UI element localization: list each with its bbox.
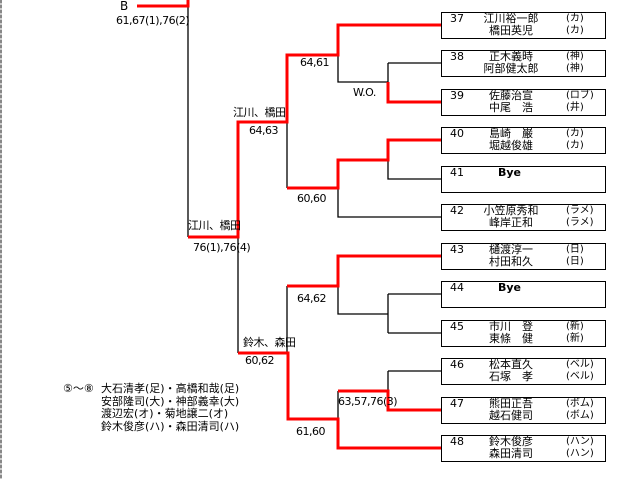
player-name: 松本直久: [489, 358, 533, 371]
player-affiliation: (ハン): [566, 436, 594, 447]
player-affiliation: (神): [566, 51, 584, 62]
draw-number: 45: [450, 320, 464, 333]
match-score: 76(1),76(4): [193, 241, 251, 254]
semifinal-losers-note: ⑤～⑧ 大石清孝(足)・高橋和哉(足) 安部隆司(大)・神部義幸(大) 渡辺宏(オ…: [63, 382, 240, 433]
player-name: 中尾 浩: [489, 101, 533, 114]
player-name: 越石健司: [489, 409, 533, 422]
player-affiliation: (神): [566, 63, 584, 74]
draw-number: 40: [450, 127, 464, 140]
player-affiliation: (ハン): [566, 448, 594, 459]
draw-entry-box: 48 鈴木俊彦 (ハン) 森田清司 (ハン): [441, 435, 606, 462]
player-name: 市川 登: [489, 320, 533, 333]
player-name: 峰岸正和: [489, 216, 533, 229]
bye-label: Bye: [498, 166, 522, 179]
player-affiliation: (ベル): [566, 371, 594, 382]
draw-entry-box: 45 市川 登 (新) 東條 健 (新): [441, 320, 606, 347]
match-score: 63,57,76(3): [338, 395, 398, 408]
player-affiliation: (日): [566, 256, 584, 267]
player-name: 阿部健太郎: [483, 62, 539, 75]
match-winner: 江川、橋田: [188, 219, 241, 232]
note-line: 鈴木俊彦(ハ)・森田清司(ハ): [101, 419, 240, 433]
player-affiliation: (ラメ): [566, 217, 594, 228]
note-line: 安部隆司(大)・神部義幸(大): [101, 394, 240, 408]
match-winner: 江川、橋田: [233, 106, 286, 119]
player-affiliation: (ラメ): [566, 205, 594, 216]
player-name: 正木義時: [489, 50, 533, 63]
player-name: 東條 健: [489, 332, 533, 345]
player-name: 橋田英児: [489, 24, 533, 37]
draw-number: 47: [450, 397, 464, 410]
draw-entry-box: 38 正木義時 (神) 阿部健太郎 (神): [441, 50, 606, 77]
player-name: 森田清司: [489, 447, 533, 460]
match-score: 64,61: [300, 56, 330, 69]
top-match-score: 61,67(1),76(2): [116, 14, 190, 27]
draw-entry-box: 47 熊田正吾 (ボム) 越石健司 (ボム): [441, 397, 606, 424]
bye-label: Bye: [498, 281, 522, 294]
window-left-border: [0, 0, 2, 479]
draw-entry-box: 39 佐藤治宣 (ロブ) 中尾 浩 (井): [441, 89, 606, 116]
match-score: 60,60: [297, 192, 327, 205]
player-name: 島崎 巌: [489, 127, 533, 140]
draw-entry-box: 40 島崎 巌 (カ) 堀越俊雄 (カ): [441, 127, 606, 154]
player-affiliation: (ロブ): [566, 90, 594, 101]
match-score: 64,63: [249, 124, 279, 137]
top-bracket-label: B: [120, 0, 128, 13]
player-affiliation: (カ): [566, 140, 584, 151]
note-line: 渡辺宏(オ)・菊地譲二(オ): [101, 407, 229, 420]
player-name: 石塚 孝: [489, 370, 533, 383]
match-score: 64,62: [297, 292, 327, 305]
draw-number: 43: [450, 243, 464, 256]
player-name: 村田和久: [489, 255, 533, 268]
match-score: 60,62: [245, 354, 275, 367]
draw-number: 42: [450, 204, 464, 217]
draw-number: 39: [450, 89, 464, 102]
player-name: 小笠原秀和: [483, 204, 539, 217]
draw-number: 37: [450, 12, 464, 25]
draw-entry-box: 37 江川裕一郎 (カ) 橋田英児 (カ): [441, 12, 606, 39]
player-affiliation: (新): [566, 333, 584, 344]
player-affiliation: (日): [566, 244, 584, 255]
draw-entry-box: 41 Bye: [441, 166, 606, 193]
draw-number: 46: [450, 358, 464, 371]
player-affiliation: (ボム): [566, 398, 594, 409]
draw-entry-box: 46 松本直久 (ベル) 石塚 孝 (ベル): [441, 358, 606, 385]
draw-entry-box: 42 小笠原秀和 (ラメ) 峰岸正和 (ラメ): [441, 204, 606, 231]
match-score: 61,60: [296, 425, 326, 438]
player-name: 堀越俊雄: [489, 139, 533, 152]
draw-entry-box: 44 Bye: [441, 281, 606, 308]
player-affiliation: (ベル): [566, 359, 594, 370]
bracket-winner-lines: [137, 0, 441, 450]
draw-number: 41: [450, 166, 464, 179]
draw-number: 38: [450, 50, 464, 63]
note-line: 大石清孝(足)・高橋和哉(足): [101, 382, 240, 395]
player-affiliation: (カ): [566, 13, 584, 24]
player-name: 熊田正吾: [489, 397, 533, 410]
match-winner: 鈴木、森田: [243, 336, 296, 349]
player-affiliation: (カ): [566, 128, 584, 139]
player-affiliation: (井): [566, 102, 584, 113]
player-name: 佐藤治宣: [489, 89, 533, 102]
player-affiliation: (カ): [566, 25, 584, 36]
draw-number: 48: [450, 435, 464, 448]
player-name: 樋渡淳一: [489, 243, 533, 256]
walkover-label: W.O.: [353, 86, 376, 99]
player-name: 江川裕一郎: [483, 12, 539, 25]
draw-entry-box: 43 樋渡淳一 (日) 村田和久 (日): [441, 243, 606, 270]
bracket-black-lines: [187, 6, 441, 419]
note-key: ⑤～⑧: [63, 382, 94, 395]
player-name: 鈴木俊彦: [489, 435, 533, 448]
player-affiliation: (ボム): [566, 410, 594, 421]
player-affiliation: (新): [566, 321, 584, 332]
draw-number: 44: [450, 281, 464, 294]
